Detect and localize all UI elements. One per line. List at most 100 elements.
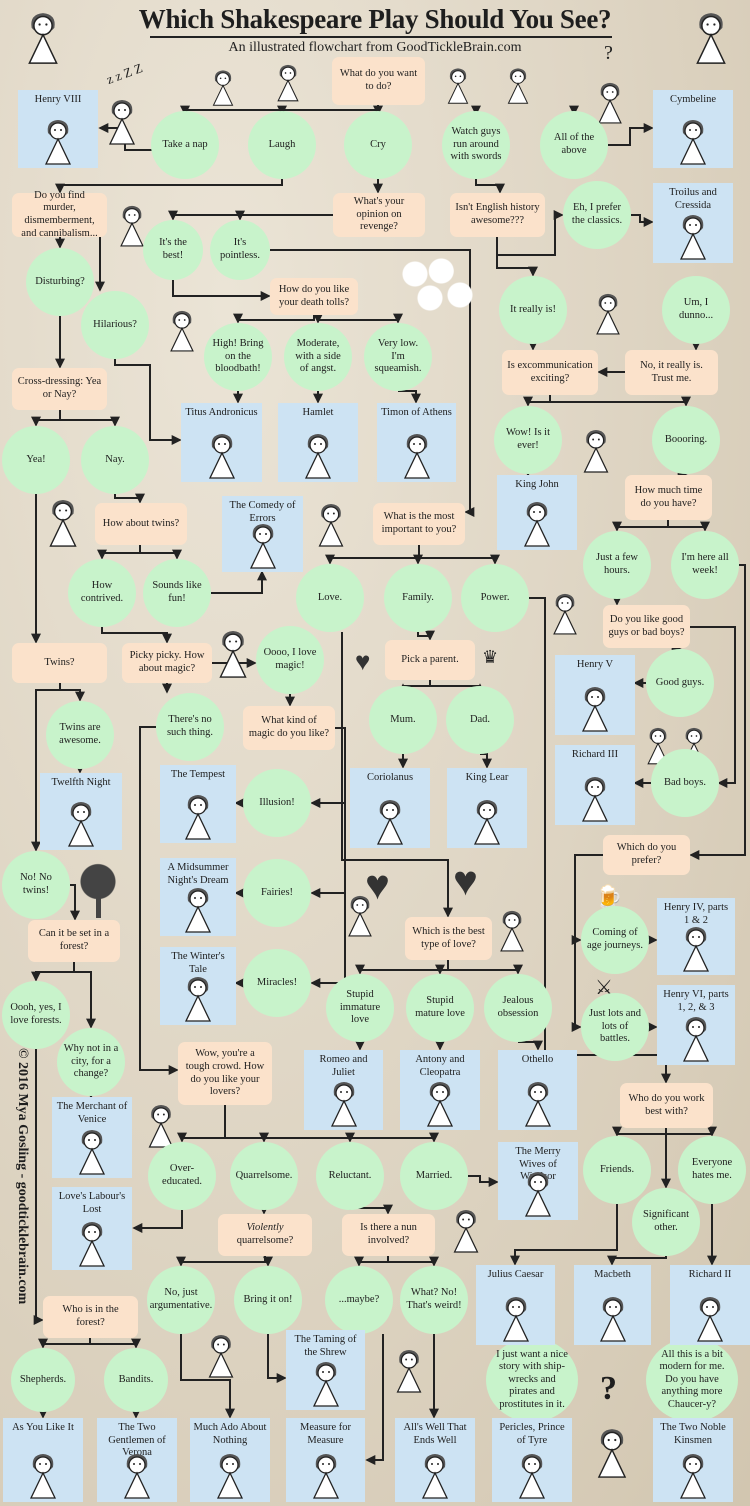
answer-jealous-obsession[interactable]: Jealous obsession — [484, 974, 552, 1042]
answer-sounds-fun[interactable]: Sounds like fun! — [143, 559, 211, 627]
play-richard-iii[interactable]: Richard III — [555, 745, 635, 825]
answer-power[interactable]: Power. — [461, 564, 529, 632]
question-cross-dressing[interactable]: Cross-dressing: Yea or Nay? — [12, 368, 107, 410]
play-king-john[interactable]: King John — [497, 475, 577, 550]
question-nun[interactable]: Is there a nun involved? — [342, 1214, 435, 1256]
play-merry-wives-of-windsor[interactable]: The Merry Wives of Windsor — [498, 1142, 578, 1220]
question-revenge[interactable]: What's your opinion on revenge? — [333, 193, 425, 237]
play-king-lear[interactable]: King Lear — [447, 768, 527, 848]
answer-argumentative[interactable]: No, just argumentative. — [147, 1266, 215, 1334]
answer-everyone-hates-me[interactable]: Everyone hates me. — [678, 1136, 746, 1204]
question-murder[interactable]: Do you find murder, dismemberment, and c… — [12, 190, 107, 239]
answer-immature-love[interactable]: Stupid immature love — [326, 974, 394, 1042]
answer-high[interactable]: High! Bring on the bloodbath! — [204, 323, 272, 391]
question-who-in-forest[interactable]: Who is in the forest? — [43, 1296, 138, 1338]
answer-love[interactable]: Love. — [296, 564, 364, 632]
question-excommunication[interactable]: Is excommunication exciting? — [502, 350, 598, 395]
answer-over-educated[interactable]: Over-educated. — [148, 1142, 216, 1210]
play-as-you-like-it[interactable]: As You Like It — [3, 1418, 83, 1502]
answer-friends[interactable]: Friends. — [583, 1136, 651, 1204]
play-antony-and-cleopatra[interactable]: Antony and Cleopatra — [400, 1050, 480, 1130]
answer-significant-other[interactable]: Significant other. — [632, 1188, 700, 1256]
answer-boooring[interactable]: Boooring. — [652, 406, 720, 474]
play-henry-vi[interactable]: Henry VI, parts 1, 2, & 3 — [657, 985, 735, 1065]
answer-illusion[interactable]: Illusion! — [243, 769, 311, 837]
play-cymbeline[interactable]: Cymbeline — [653, 90, 733, 168]
play-midsummer-nights-dream[interactable]: A Midsummer Night's Dream — [160, 858, 236, 936]
answer-very-low[interactable]: Very low. I'm squeamish. — [364, 323, 432, 391]
answer-classics[interactable]: Eh, I prefer the classics. — [563, 181, 631, 249]
answer-coming-of-age[interactable]: Coming of age journeys. — [581, 906, 649, 974]
answer-no-twins[interactable]: No! No twins! — [2, 851, 70, 919]
answer-mature-love[interactable]: Stupid mature love — [406, 974, 474, 1042]
play-othello[interactable]: Othello — [498, 1050, 577, 1130]
answer-family[interactable]: Family. — [384, 564, 452, 632]
answer-its-pointless[interactable]: It's pointless. — [210, 220, 270, 280]
play-alls-well-that-ends-well[interactable]: All's Well That Ends Well — [395, 1418, 475, 1502]
answer-love-forests[interactable]: Oooh, yes, I love forests. — [2, 981, 70, 1049]
answer-dad[interactable]: Dad. — [446, 686, 514, 754]
play-henry-iv[interactable]: Henry IV, parts 1 & 2 — [657, 898, 735, 975]
play-loves-labours-lost[interactable]: Love's Labour's Lost — [52, 1187, 132, 1270]
answer-bandits[interactable]: Bandits. — [104, 1348, 168, 1412]
answer-its-the-best[interactable]: It's the best! — [143, 220, 203, 280]
play-much-ado-about-nothing[interactable]: Much Ado About Nothing — [190, 1418, 270, 1502]
question-twins[interactable]: How about twins? — [95, 503, 187, 545]
play-winters-tale[interactable]: The Winter's Tale — [160, 947, 236, 1025]
question-prefer[interactable]: Which do you prefer? — [603, 835, 690, 875]
answer-bring-it-on[interactable]: Bring it on! — [234, 1266, 302, 1334]
play-timon-of-athens[interactable]: Timon of Athens — [377, 403, 456, 482]
answer-take-a-nap[interactable]: Take a nap — [151, 111, 219, 179]
answer-moderate[interactable]: Moderate, with a side of angst. — [284, 323, 352, 391]
question-forest[interactable]: Can it be set in a forest? — [28, 920, 120, 962]
answer-all-of-the-above[interactable]: All of the above — [540, 111, 608, 179]
question-twins-again[interactable]: Twins? — [12, 643, 107, 683]
answer-fairies[interactable]: Fairies! — [243, 859, 311, 927]
play-pericles[interactable]: Pericles, Prince of Tyre — [492, 1418, 572, 1502]
question-lovers[interactable]: Wow, you're a tough crowd. How do you li… — [178, 1042, 272, 1105]
answer-reluctant[interactable]: Reluctant. — [316, 1142, 384, 1210]
question-history[interactable]: Isn't English history awesome??? — [450, 193, 545, 237]
answer-thats-weird[interactable]: What? No! That's weird! — [400, 1266, 468, 1334]
answer-married[interactable]: Married. — [400, 1142, 468, 1210]
play-comedy-of-errors[interactable]: The Comedy of Errors — [222, 496, 303, 572]
answer-few-hours[interactable]: Just a few hours. — [583, 531, 651, 599]
answer-twins-awesome[interactable]: Twins are awesome. — [46, 701, 114, 769]
question-death-tolls[interactable]: How do you like your death tolls? — [270, 278, 358, 315]
play-two-noble-kinsmen[interactable]: The Two Noble Kinsmen — [653, 1418, 733, 1502]
play-twelfth-night[interactable]: Twelfth Night — [40, 773, 122, 850]
question-work-with[interactable]: Who do you work best with? — [620, 1083, 713, 1128]
answer-yea[interactable]: Yea! — [2, 426, 70, 494]
question-magic[interactable]: Picky picky. How about magic? — [122, 643, 212, 683]
answer-maybe[interactable]: ...maybe? — [325, 1266, 393, 1334]
play-troilus-and-cressida[interactable]: Troilus and Cressida — [653, 183, 733, 263]
answer-battles[interactable]: Just lots and lots of battles. — [581, 993, 649, 1061]
question-love-type[interactable]: Which is the best type of love? — [405, 917, 492, 960]
answer-hilarious[interactable]: Hilarious? — [81, 291, 149, 359]
answer-dunno[interactable]: Um, I dunno... — [662, 276, 730, 344]
answer-chaucer[interactable]: All this is a bit modern for me. Do you … — [646, 1338, 738, 1422]
answer-nay[interactable]: Nay. — [81, 426, 149, 494]
play-romeo-and-juliet[interactable]: Romeo and Juliet — [304, 1050, 383, 1130]
play-richard-ii[interactable]: Richard II — [670, 1265, 750, 1345]
answer-shipwrecks[interactable]: I just want a nice story with ship-wreck… — [486, 1338, 578, 1422]
answer-good-guys[interactable]: Good guys. — [646, 649, 714, 717]
play-henry-v[interactable]: Henry V — [555, 655, 635, 735]
answer-it-really-is[interactable]: It really is! — [499, 276, 567, 344]
play-titus-andronicus[interactable]: Titus Andronicus — [181, 403, 262, 482]
answer-how-contrived[interactable]: How contrived. — [68, 559, 136, 627]
play-taming-of-the-shrew[interactable]: The Taming of the Shrew — [286, 1330, 365, 1410]
answer-miracles[interactable]: Miracles! — [243, 949, 311, 1017]
play-the-tempest[interactable]: The Tempest — [160, 765, 236, 843]
answer-laugh[interactable]: Laugh — [248, 111, 316, 179]
answer-no-such-thing[interactable]: There's no such thing. — [156, 693, 224, 761]
play-two-gentlemen-of-verona[interactable]: The Two Gentlemen of Verona — [97, 1418, 177, 1502]
answer-swords[interactable]: Watch guys run around with swords — [442, 111, 510, 179]
answer-wow-is-it-ever[interactable]: Wow! Is it ever! — [494, 406, 562, 474]
answer-shepherds[interactable]: Shepherds. — [11, 1348, 75, 1412]
play-hamlet[interactable]: Hamlet — [278, 403, 358, 482]
play-measure-for-measure[interactable]: Measure for Measure — [286, 1418, 365, 1502]
play-macbeth[interactable]: Macbeth — [574, 1265, 651, 1345]
question-magic-kind[interactable]: What kind of magic do you like? — [243, 706, 335, 750]
